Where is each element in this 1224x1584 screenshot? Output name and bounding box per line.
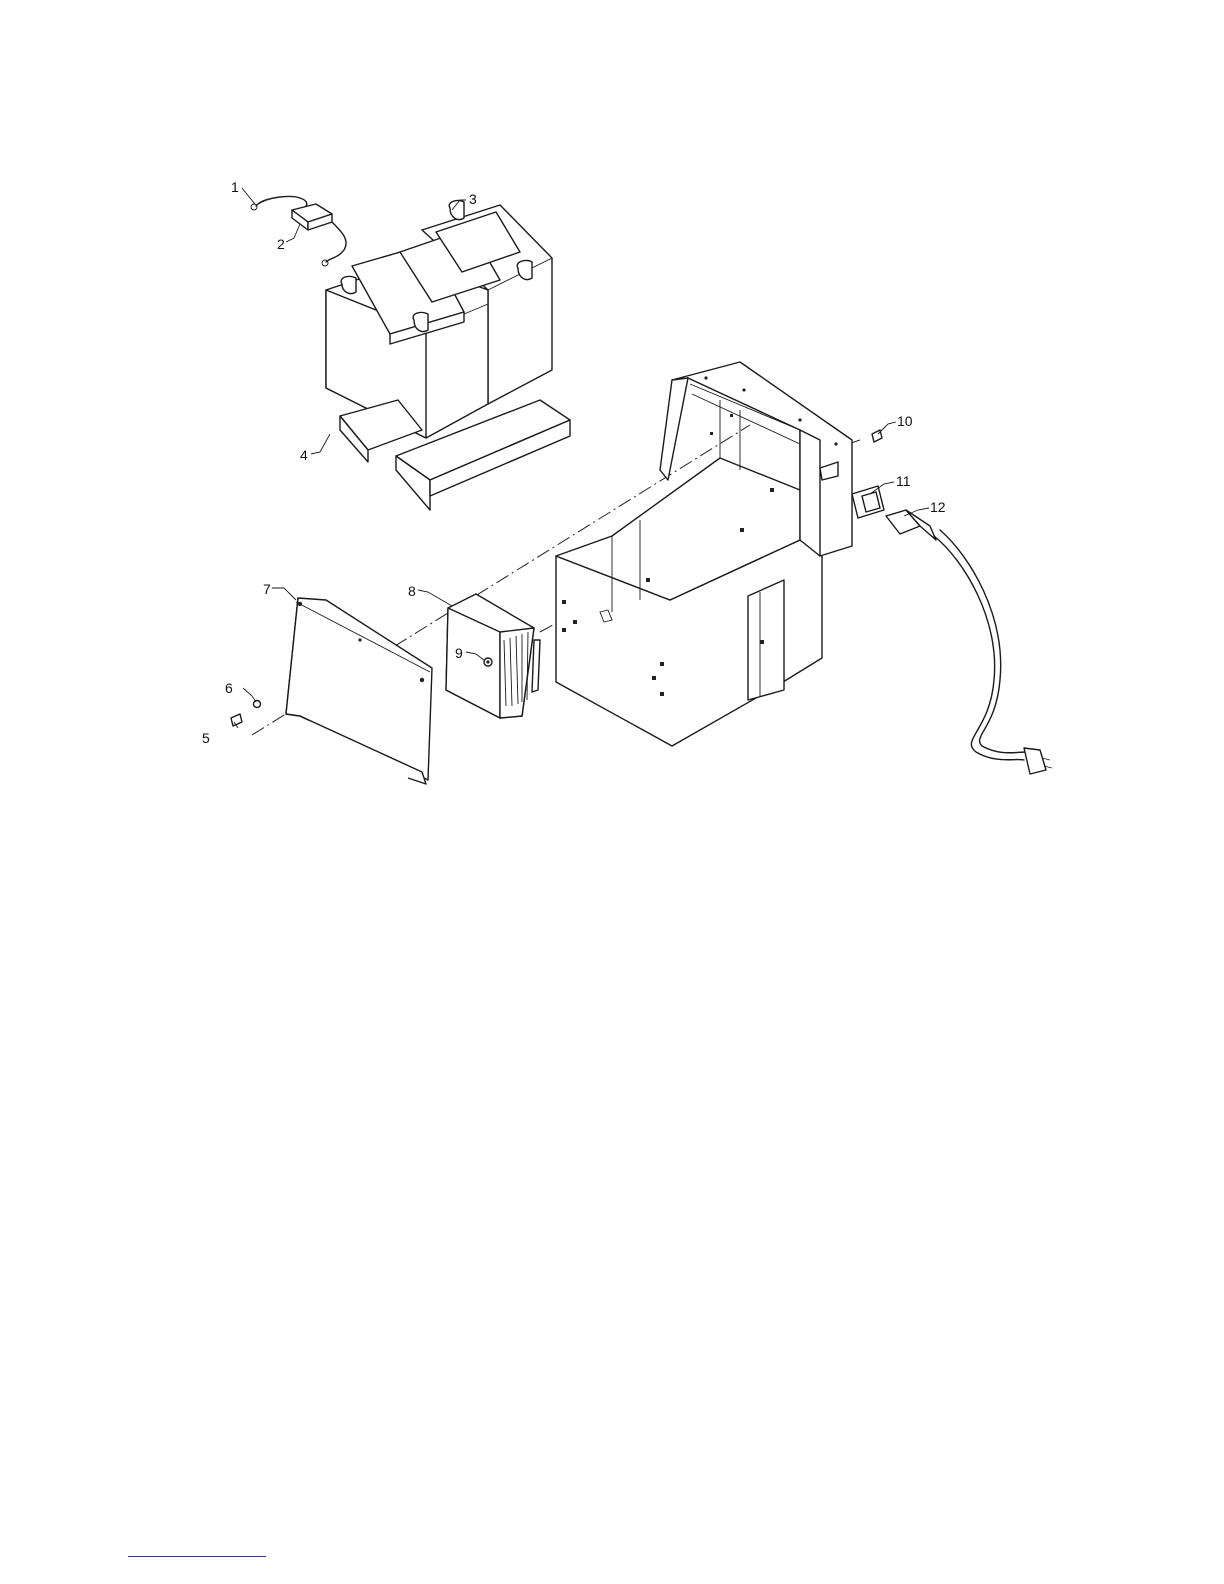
callout-7: 7 [263,581,271,597]
callout-8: 8 [408,583,416,599]
callout-4: 4 [300,447,308,463]
callout-1: 1 [231,179,239,195]
power-socket-part [852,486,884,518]
battery-box-housing [556,362,852,746]
callout-10: 10 [897,413,913,429]
batteries-part [326,200,552,438]
footer-rule [128,1556,266,1557]
battery-cable-part [251,196,346,266]
callout-11: 11 [896,473,911,489]
screw-and-washer-part [231,701,261,727]
callout-6: 6 [225,680,233,696]
callout-9: 9 [455,645,463,661]
power-cord-part [886,510,1052,774]
cover-panel-part [286,598,432,784]
callout-5: 5 [202,730,210,746]
callout-12: 12 [930,499,946,515]
callout-3: 3 [469,191,477,207]
callout-2: 2 [277,236,285,252]
